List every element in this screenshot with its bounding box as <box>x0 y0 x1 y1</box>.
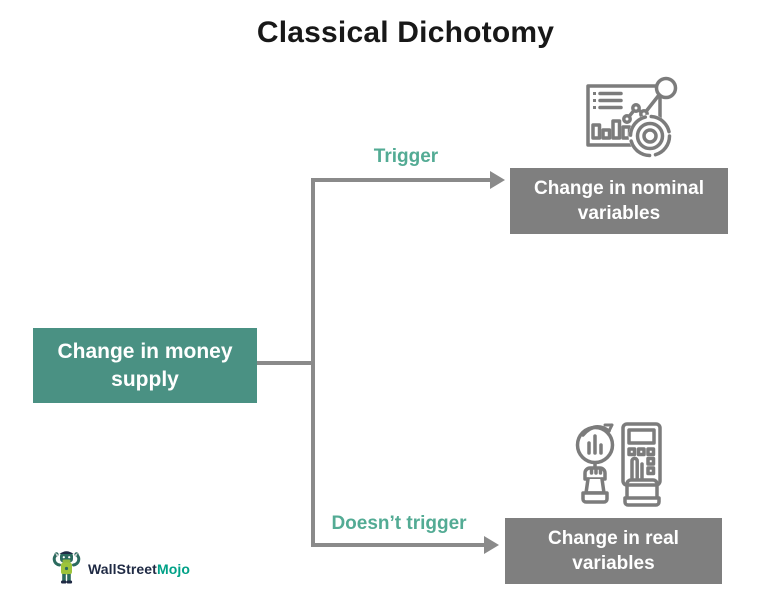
arrow-doesnt-trigger-line <box>311 543 485 547</box>
connector-vertical-trunk <box>311 178 315 547</box>
target-box-nominal-variables: Change in nominal variables <box>510 168 728 234</box>
magnifier-calculator-icon <box>571 420 667 513</box>
source-box-change-in-money-supply: Change in money supply <box>33 328 257 403</box>
arrow-trigger-head <box>490 171 505 189</box>
logo-text-wallstreet: WallStreet <box>88 561 157 577</box>
connector-horizontal <box>257 361 315 365</box>
page-title: Classical Dichotomy <box>256 16 555 49</box>
analytics-dashboard-icon <box>583 74 679 167</box>
arrow-trigger-line <box>311 178 491 182</box>
target-box-nominal-label: Change in nominal variables <box>534 177 704 224</box>
logo-text-mojo: Mojo <box>156 561 191 577</box>
branch-label-trigger: Trigger <box>373 146 439 167</box>
target-box-real-variables: Change in real variables <box>505 518 722 584</box>
branch-label-doesnt-trigger: Doesn’t trigger <box>331 513 467 534</box>
arrow-doesnt-trigger-head <box>484 536 499 554</box>
logo-text: WallStreetMojo <box>88 561 190 577</box>
wallstreetmojo-logo: WallStreetMojo <box>50 548 190 590</box>
bull-mascot-icon <box>50 548 83 590</box>
target-box-real-label: Change in real variables <box>548 527 679 574</box>
source-box-label: Change in money supply <box>57 339 233 391</box>
